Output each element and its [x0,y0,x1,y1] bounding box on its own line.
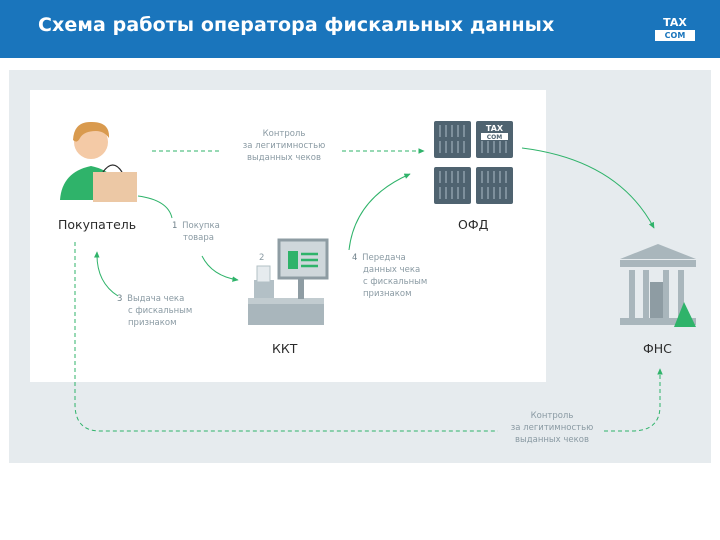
control-label-bottom: Контроль за легитимностью выданных чеков [504,410,600,446]
step-1-line2: товара [183,233,214,243]
control-line-bottom-left [74,242,498,432]
arrow-ofd-to-fns [521,147,655,229]
control-top-line1: Контроль [262,129,306,139]
arrow-kkt-to-ofd [348,173,411,251]
control-label-top: Контроль за легитимностью выданных чеков [236,128,332,164]
step-4-line1: Передача [362,253,406,263]
step-3-line1: Выдача чека [127,294,185,304]
control-line-bottom-right [604,368,663,432]
server-logo-com: COM [487,134,503,141]
step-2-number: 2 [259,253,265,263]
page-title: Схема работы оператора фискальных данных [38,14,555,36]
step-1-line1: Покупка [182,221,220,231]
step-3-label: 3 Выдача чека с фискальным признаком [117,293,192,329]
connection-arrows [74,147,663,432]
ofd-server-icon: TAX COM [434,121,513,204]
arrow-receipt-to-buyer [94,251,119,297]
step-3-line2: с фискальным [128,306,193,316]
step-4-line2: данных чека [363,265,421,275]
control-bottom-line1: Контроль [530,411,574,421]
fns-building-icon [620,244,696,327]
step-4-line4: признаком [363,289,412,299]
step-1-label: 1 Покупка товара [172,220,220,244]
kkt-label: ККТ [272,341,298,356]
step-4-line3: с фискальным [363,277,428,287]
kkt-register-icon [248,238,329,325]
control-bottom-line3: выданных чеков [515,435,589,445]
step-4-label: 4 Передача данных чека с фискальным приз… [352,252,427,300]
step-3-line3: признаком [128,318,177,328]
taxcom-logo: TAX COM [654,17,696,43]
step-1-number: 1 [172,221,178,231]
server-logo-tax: TAX [486,124,504,133]
arrow-purchase-end [201,255,239,282]
logo-text-com: COM [655,30,695,41]
buyer-icon [60,121,137,202]
step-3-number: 3 [117,294,123,304]
step-4-number: 4 [352,253,358,263]
fns-label: ФНС [643,341,672,356]
ofd-label: ОФД [458,217,489,232]
logo-text-tax: TAX [663,16,687,29]
arrow-purchase-start [137,195,173,219]
header-bar: Схема работы оператора фискальных данных… [0,0,720,58]
control-bottom-line2: за легитимностью [510,423,594,433]
control-top-line3: выданных чеков [247,153,321,163]
buyer-label: Покупатель [58,217,137,232]
control-top-line2: за легитимностью [242,141,326,151]
